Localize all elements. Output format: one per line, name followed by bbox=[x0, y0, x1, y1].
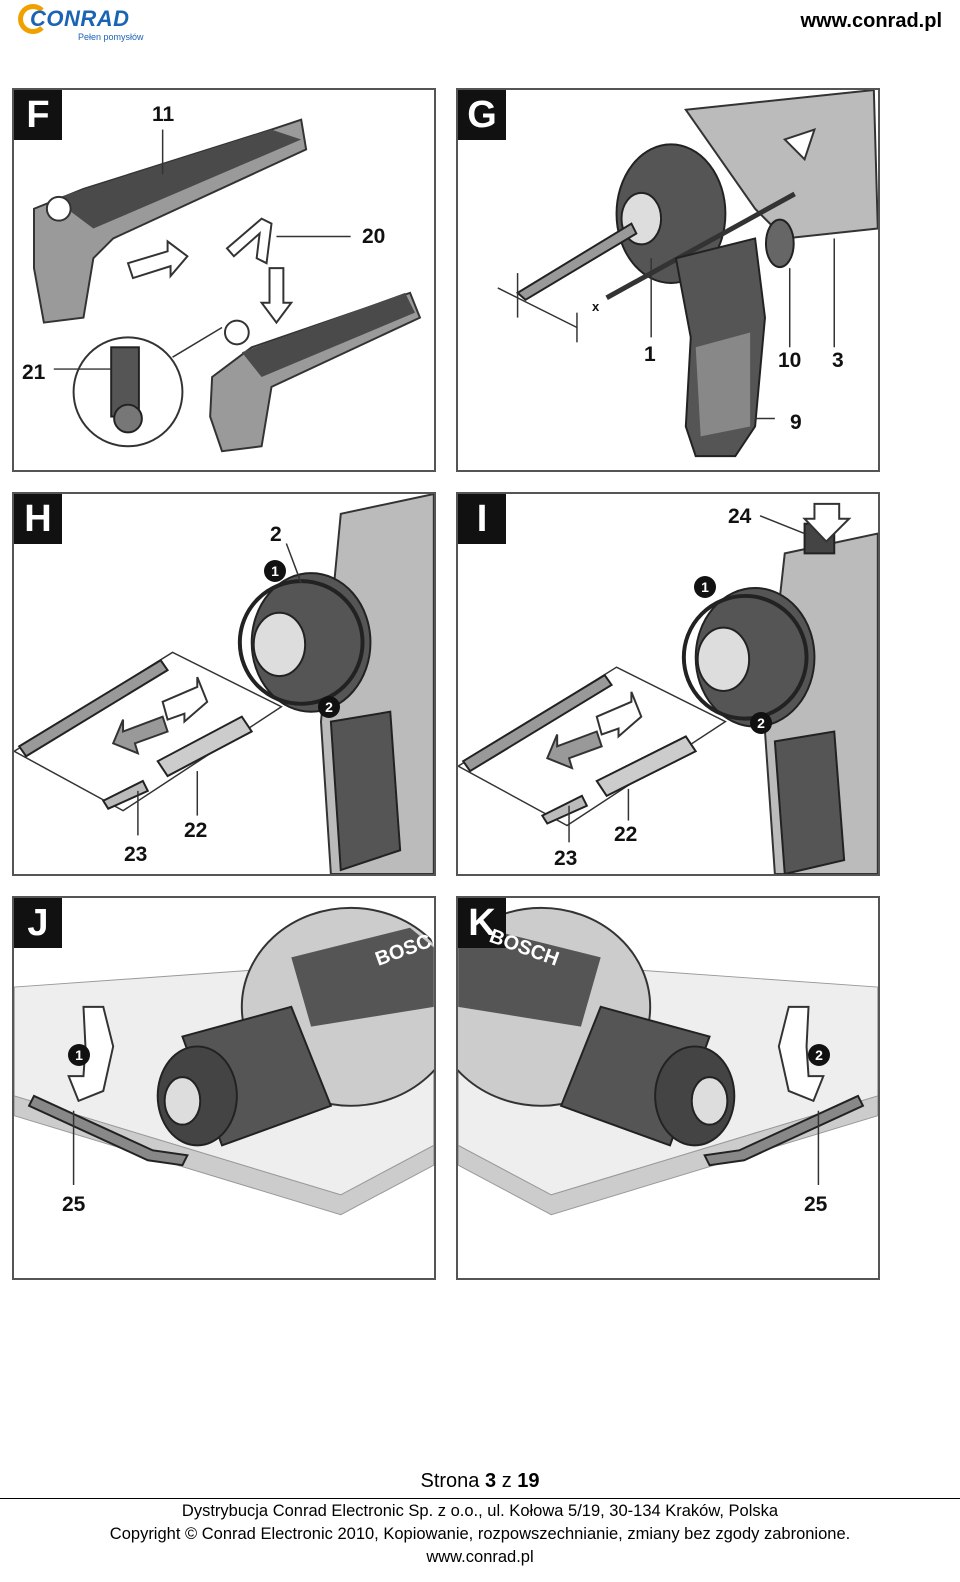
callout-21: 21 bbox=[22, 361, 46, 384]
callout-1: 1 bbox=[644, 343, 656, 366]
dimension-x-label: x bbox=[592, 299, 600, 314]
panel-letter: G bbox=[458, 90, 506, 140]
conrad-logo: CONRAD Pełen pomysłów bbox=[18, 4, 152, 46]
panel-letter: F bbox=[14, 90, 62, 140]
page-prefix: Strona bbox=[420, 1470, 480, 1492]
bit-lock-illustration bbox=[458, 502, 878, 874]
footer-divider bbox=[0, 1498, 960, 1499]
callout-22: 22 bbox=[184, 819, 208, 842]
figure-panel-j: J BOSCH 1 25 bbox=[12, 896, 436, 1280]
logo-wordmark: CONRAD bbox=[30, 6, 130, 31]
callout-23: 23 bbox=[554, 847, 578, 870]
callout-9: 9 bbox=[790, 411, 802, 434]
page-sep: z bbox=[501, 1470, 512, 1492]
step-2-badge: 2 bbox=[318, 696, 340, 718]
figure-panel-g: G x 1 10 3 9 bbox=[456, 88, 880, 472]
footer-url[interactable]: www.conrad.pl bbox=[426, 1548, 534, 1566]
callout-22: 22 bbox=[614, 823, 638, 846]
panel-letter: K bbox=[458, 898, 506, 948]
callout-11: 11 bbox=[152, 103, 175, 126]
step-2-badge: 2 bbox=[750, 712, 772, 734]
figure-panel-k: K BOSCH 2 25 bbox=[456, 896, 880, 1280]
page-total: 19 bbox=[517, 1470, 540, 1492]
callout-25: 25 bbox=[804, 1193, 828, 1216]
callout-20: 20 bbox=[362, 225, 386, 248]
chuck-release-illustration bbox=[14, 906, 434, 1216]
callout-2: 2 bbox=[270, 523, 282, 546]
page-current: 3 bbox=[485, 1470, 497, 1492]
step-1-badge: 1 bbox=[694, 576, 716, 598]
callout-10: 10 bbox=[778, 349, 802, 372]
footer-distribution: Dystrybucja Conrad Electronic Sp. z o.o.… bbox=[181, 1502, 779, 1520]
panel-letter: I bbox=[458, 494, 506, 544]
panel-letter: J bbox=[14, 898, 62, 948]
step-2-badge: 2 bbox=[808, 1044, 830, 1066]
header-url[interactable]: www.conrad.pl bbox=[800, 10, 943, 32]
bit-insert-illustration bbox=[14, 494, 434, 874]
handle-depth-illustration bbox=[497, 90, 878, 458]
logo-tagline: Pełen pomysłów bbox=[78, 32, 144, 42]
callout-24: 24 bbox=[728, 505, 752, 528]
callout-25: 25 bbox=[62, 1193, 86, 1216]
logo-mark-icon bbox=[18, 4, 48, 34]
footer-copyright: Copyright © Conrad Electronic 2010, Kopi… bbox=[109, 1525, 851, 1543]
chuck-tighten-illustration bbox=[458, 906, 878, 1216]
panel-letter: H bbox=[14, 494, 62, 544]
figure-panel-i: I 24 1 2 22 23 bbox=[456, 492, 880, 876]
callout-23: 23 bbox=[124, 843, 148, 866]
figure-panel-h: H 2 1 2 22 23 bbox=[12, 492, 436, 876]
figure-panel-f: F 11 20 21 bbox=[12, 88, 436, 472]
depth-stop-illustration bbox=[33, 118, 422, 453]
page-number: Strona 3 z 19 bbox=[0, 1470, 960, 1493]
step-1-badge: 1 bbox=[264, 560, 286, 582]
callout-3: 3 bbox=[832, 349, 844, 372]
step-1-badge: 1 bbox=[68, 1044, 90, 1066]
